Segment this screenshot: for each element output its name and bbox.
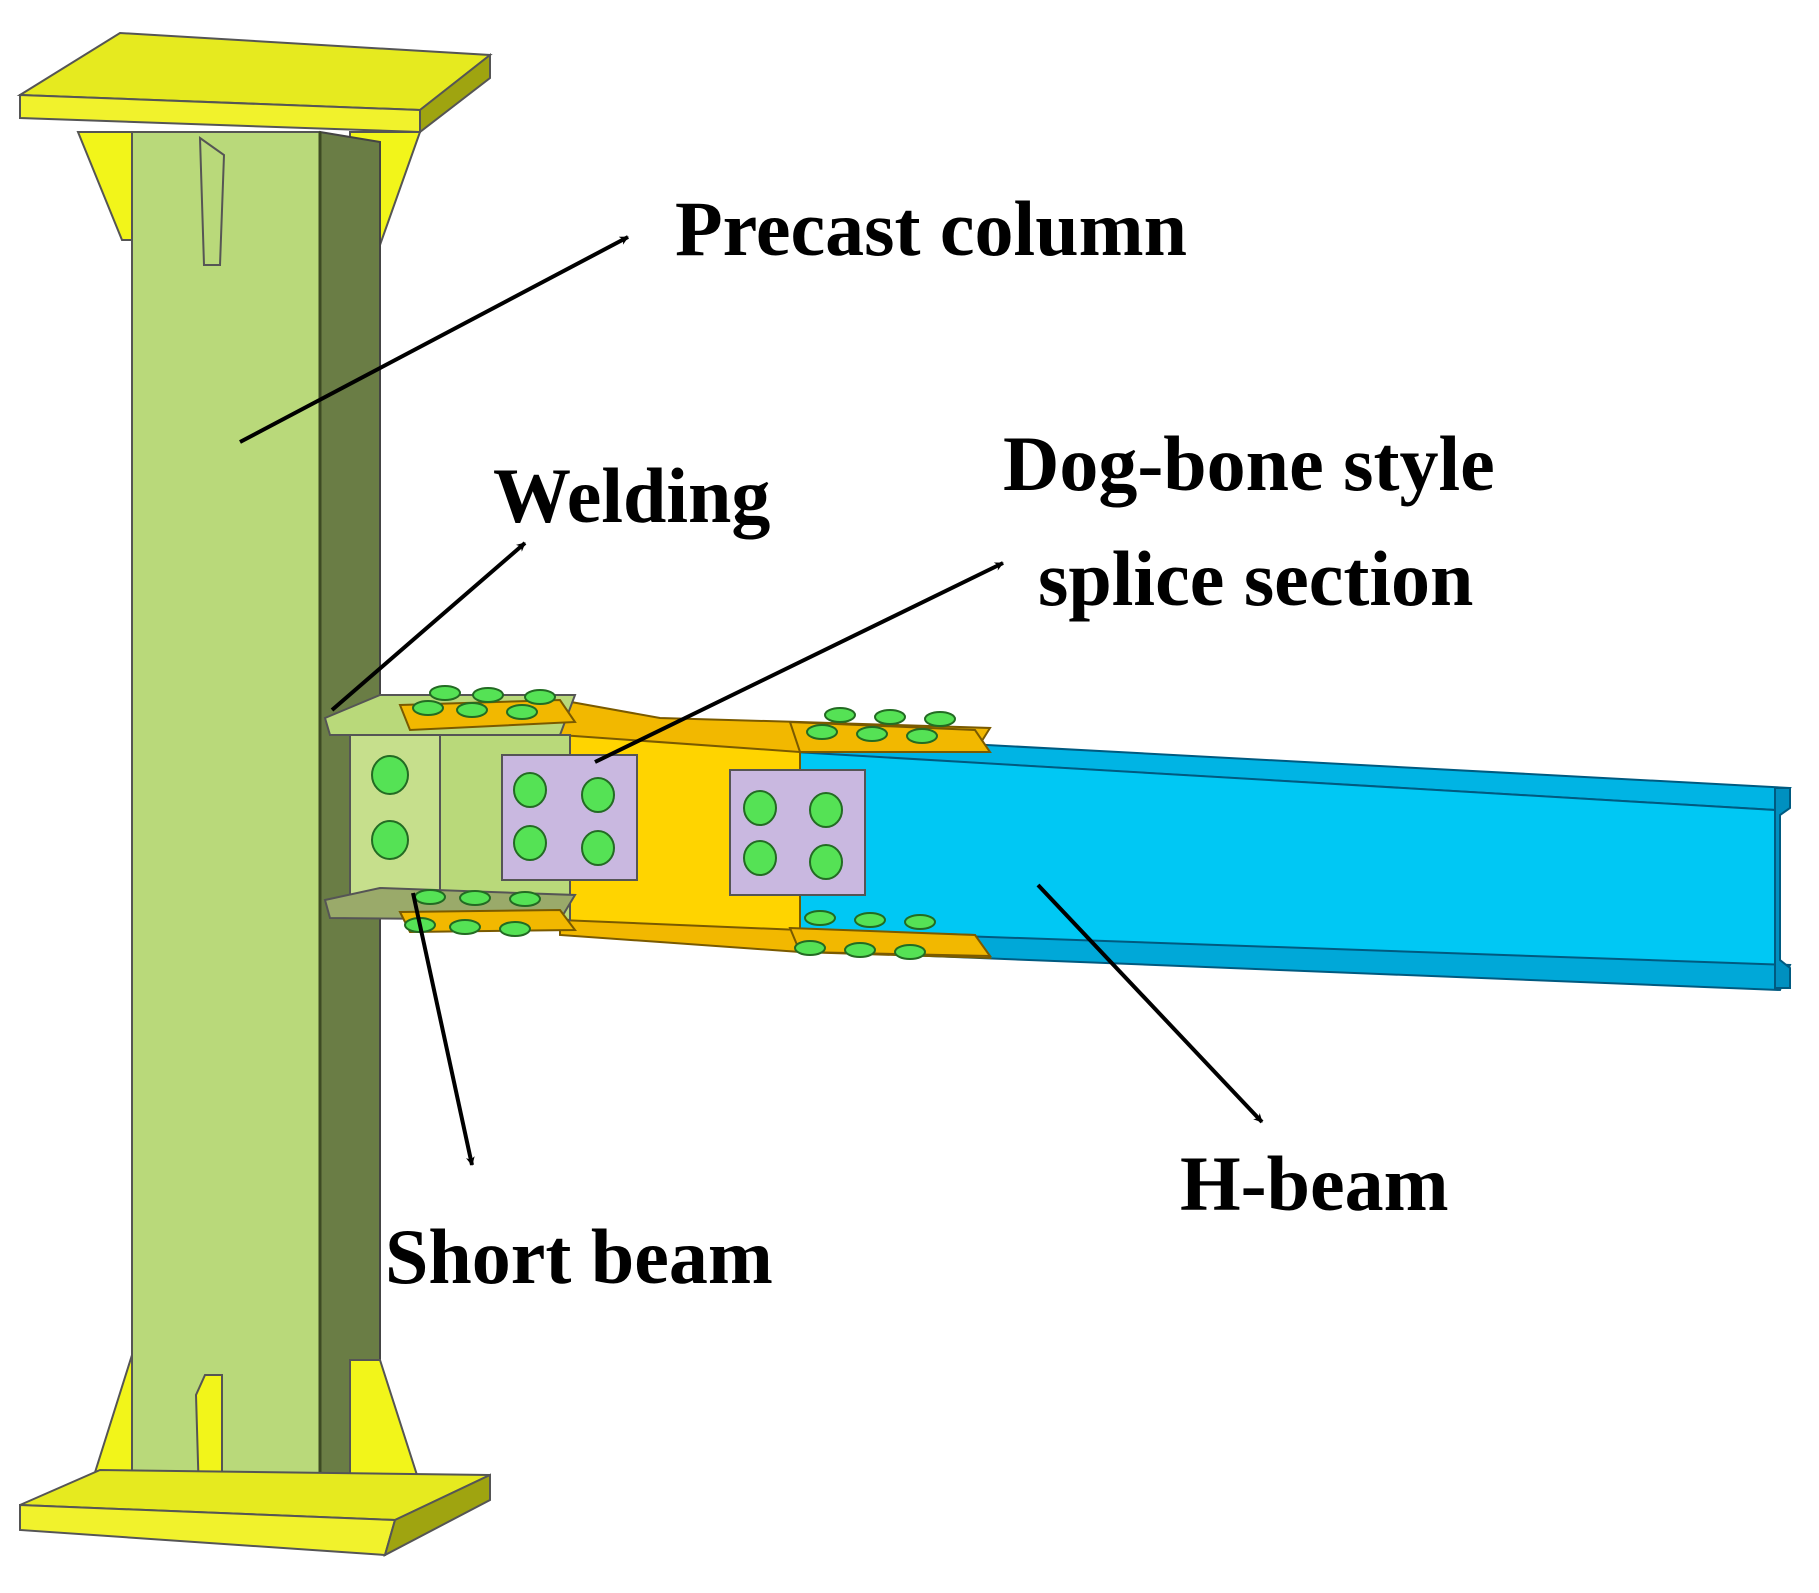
bolts — [371, 685, 956, 960]
bolt — [844, 942, 876, 958]
bolt — [743, 840, 777, 876]
web-plate-right — [729, 769, 866, 896]
bolt — [513, 825, 547, 861]
bolt — [459, 890, 491, 906]
bolt — [506, 704, 538, 720]
bolt — [854, 912, 886, 928]
bolt — [809, 844, 843, 880]
label-h-beam: H-beam — [1180, 1140, 1449, 1227]
bolt — [412, 700, 444, 716]
bolt — [809, 792, 843, 828]
bolt — [449, 919, 481, 935]
bolt — [371, 820, 409, 860]
h-beam — [778, 733, 1792, 992]
short-beam-arrow — [411, 892, 475, 1166]
label-precast-column: Precast column — [675, 185, 1187, 272]
callout-arrows — [239, 235, 1264, 1166]
bolt — [371, 755, 409, 795]
h-beam-arrow — [1036, 883, 1264, 1124]
column-front-face — [131, 131, 321, 1521]
bolt — [456, 702, 488, 718]
top-stiffener-left — [76, 131, 133, 241]
bolt — [429, 685, 461, 701]
label-dog-bone-line1: Dog-bone style — [1003, 420, 1495, 507]
bolt — [874, 709, 906, 725]
bolt — [524, 689, 556, 705]
bolt — [499, 921, 531, 937]
bolt — [894, 944, 926, 960]
bolt — [824, 707, 856, 723]
web-plate-left — [501, 754, 638, 881]
bolt — [856, 726, 888, 742]
label-welding: Welding — [493, 452, 770, 539]
bolt — [743, 790, 777, 826]
bolt — [806, 724, 838, 740]
bolt — [581, 830, 615, 866]
bolt — [509, 891, 541, 907]
bolt — [472, 687, 504, 703]
precast-column-arrow — [239, 235, 629, 444]
bolt — [581, 777, 615, 813]
bolt — [924, 711, 956, 727]
bolt — [906, 728, 938, 744]
bolt — [904, 914, 936, 930]
dog-bone-arrow — [594, 561, 1004, 764]
bolt — [804, 910, 836, 926]
bolt — [513, 772, 547, 808]
precast-column — [16, 31, 493, 1557]
bolt — [794, 940, 826, 956]
welding-arrow — [330, 541, 527, 712]
top-fin — [198, 136, 226, 266]
label-short-beam: Short beam — [385, 1213, 773, 1300]
label-dog-bone-line2: splice section — [1038, 535, 1473, 622]
bolt — [414, 889, 446, 905]
